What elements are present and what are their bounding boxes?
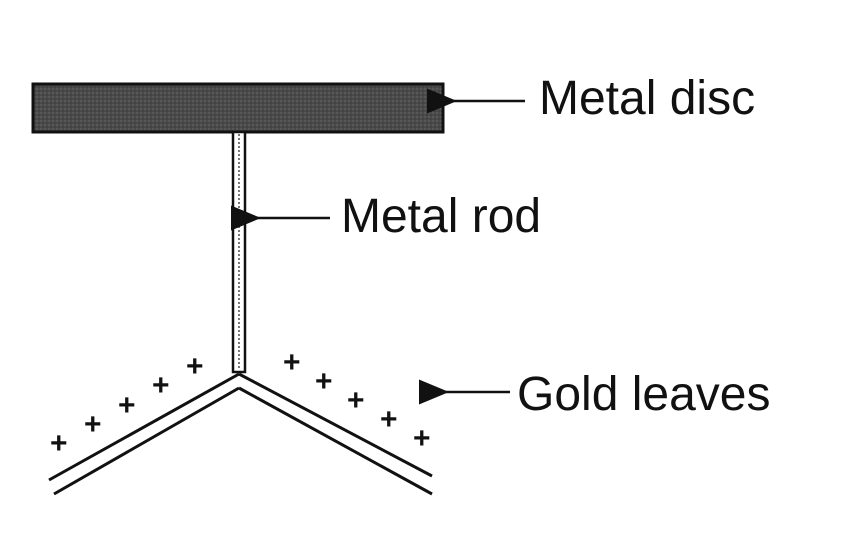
charge-sign: + xyxy=(118,389,136,422)
left-leaf xyxy=(48,372,240,482)
charge-sign: + xyxy=(186,350,204,383)
charge-sign: + xyxy=(283,346,301,379)
charge-sign: + xyxy=(84,408,102,441)
gold-leaves xyxy=(48,372,433,496)
metal-disc xyxy=(31,82,445,134)
charge-sign: + xyxy=(152,369,170,402)
right-leaf-charges: + + + + + xyxy=(283,346,431,455)
label-metal-disc: Metal disc xyxy=(539,72,755,125)
metal-rod xyxy=(231,130,247,374)
right-leaf-inner xyxy=(238,386,433,496)
left-leaf-charges: + + + + + xyxy=(50,350,204,460)
right-leaf xyxy=(238,372,433,478)
left-leaf-inner xyxy=(53,386,240,496)
charge-sign: + xyxy=(315,365,333,398)
charge-sign: + xyxy=(413,422,431,455)
charge-sign: + xyxy=(380,403,398,436)
label-gold-leaves: Gold leaves xyxy=(517,368,770,421)
charge-sign: + xyxy=(50,427,68,460)
charge-sign: + xyxy=(347,384,365,417)
label-metal-rod: Metal rod xyxy=(341,190,541,243)
